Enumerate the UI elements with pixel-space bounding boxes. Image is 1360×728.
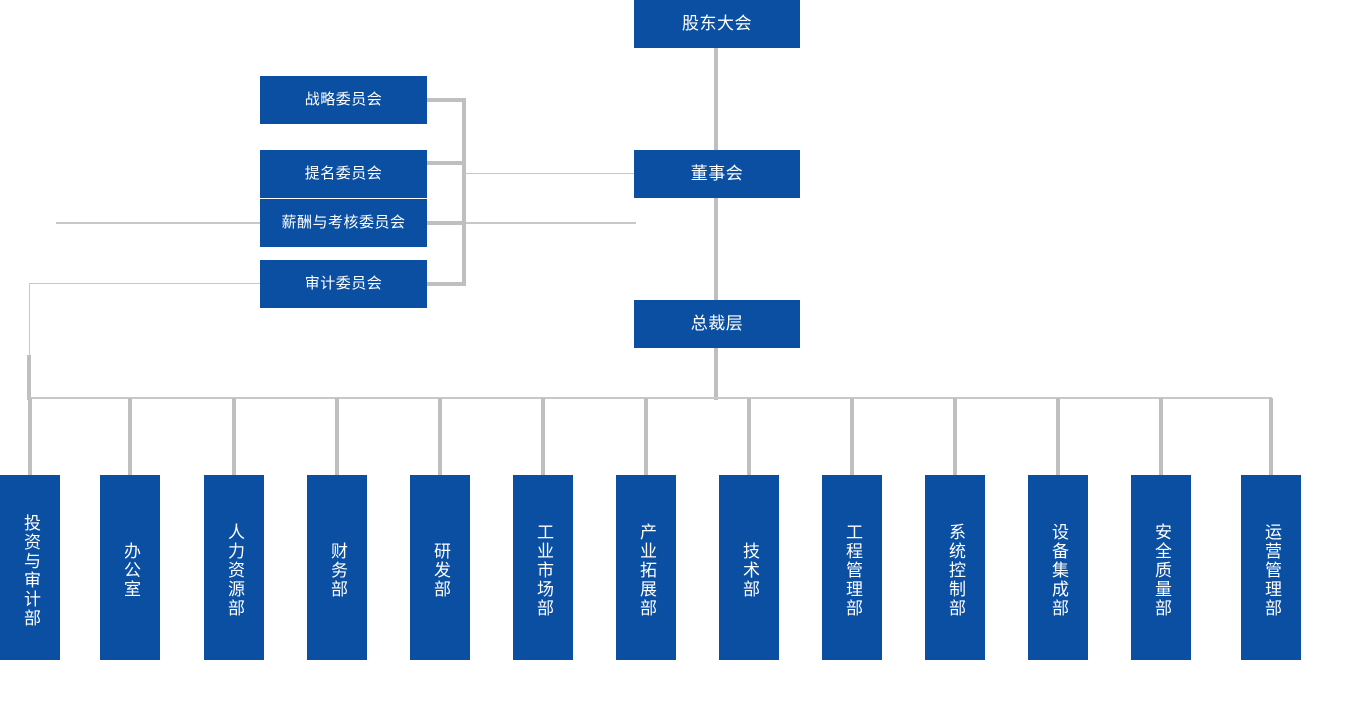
department-dept-8[interactable]: 技术部 — [719, 475, 779, 660]
committee-nomination[interactable]: 提名委员会 — [260, 150, 427, 198]
department-label: 产业拓展部 — [637, 523, 657, 618]
connector-drop-dept-10 — [953, 398, 957, 480]
department-dept-6[interactable]: 工业市场部 — [513, 475, 573, 660]
connector-drop-dept-6 — [541, 398, 545, 480]
department-label: 工程管理部 — [843, 523, 863, 618]
department-dept-7[interactable]: 产业拓展部 — [616, 475, 676, 660]
node-label: 股东大会 — [682, 13, 752, 33]
department-label: 财务部 — [328, 542, 348, 599]
department-dept-12[interactable]: 安全质量部 — [1131, 475, 1191, 660]
connector-president-to-bus — [714, 348, 718, 400]
node-board[interactable]: 董事会 — [634, 150, 800, 198]
connector-stub-compensation — [427, 221, 466, 225]
committee-compensation[interactable]: 薪酬与考核委员会 — [260, 199, 427, 247]
node-president[interactable]: 总裁层 — [634, 300, 800, 348]
connector-stub-nomination — [427, 161, 466, 165]
connector-compensation-left-line — [56, 222, 260, 224]
connector-stub-audit — [427, 282, 466, 286]
department-label: 技术部 — [740, 542, 760, 599]
connector-drop-dept-3 — [232, 398, 236, 480]
connector-drop-dept-9 — [850, 398, 854, 480]
node-label: 总裁层 — [690, 313, 744, 333]
connector-drop-dept-7 — [644, 398, 648, 480]
connector-department-bus — [29, 397, 1272, 399]
connector-committee-bracket — [462, 100, 466, 286]
committee-label: 战略委员会 — [304, 91, 383, 109]
connector-compensation-right-line — [466, 222, 636, 224]
department-label: 工业市场部 — [534, 523, 554, 618]
connector-audit-left-line — [29, 283, 260, 284]
department-dept-1[interactable]: 投资与审计部 — [0, 475, 60, 660]
connector-audit-drop — [29, 283, 30, 359]
department-dept-2[interactable]: 办公室 — [100, 475, 160, 660]
department-dept-4[interactable]: 财务部 — [307, 475, 367, 660]
connector-drop-dept-2 — [128, 398, 132, 480]
node-label: 董事会 — [690, 163, 744, 183]
connector-committees-to-board — [466, 173, 634, 174]
connector-board-to-president — [714, 198, 718, 300]
department-label: 安全质量部 — [1152, 523, 1172, 618]
connector-drop-dept-12 — [1159, 398, 1163, 480]
department-label: 办公室 — [121, 542, 141, 599]
node-shareholders[interactable]: 股东大会 — [634, 0, 800, 48]
department-dept-13[interactable]: 运营管理部 — [1241, 475, 1301, 660]
department-dept-11[interactable]: 设备集成部 — [1028, 475, 1088, 660]
department-dept-3[interactable]: 人力资源部 — [204, 475, 264, 660]
connector-audit-drop-lower — [27, 355, 31, 400]
connector-drop-dept-11 — [1056, 398, 1060, 480]
connector-shareholders-to-board — [714, 48, 718, 150]
connector-drop-dept-4 — [335, 398, 339, 480]
committee-label: 审计委员会 — [304, 275, 383, 293]
department-dept-10[interactable]: 系统控制部 — [925, 475, 985, 660]
connector-drop-dept-5 — [438, 398, 442, 480]
connector-drop-dept-8 — [747, 398, 751, 480]
department-label: 设备集成部 — [1049, 523, 1069, 618]
committee-label: 提名委员会 — [304, 165, 383, 183]
department-label: 人力资源部 — [225, 523, 245, 618]
connector-stub-strategy — [427, 98, 466, 102]
committee-label: 薪酬与考核委员会 — [281, 214, 406, 232]
committee-strategy[interactable]: 战略委员会 — [260, 76, 427, 124]
department-dept-5[interactable]: 研发部 — [410, 475, 470, 660]
department-label: 运营管理部 — [1262, 523, 1282, 618]
department-label: 系统控制部 — [946, 523, 966, 618]
connector-drop-dept-1 — [28, 398, 32, 480]
department-label: 研发部 — [431, 542, 451, 599]
connector-drop-dept-13 — [1269, 398, 1273, 480]
department-label: 投资与审计部 — [21, 513, 41, 628]
department-dept-9[interactable]: 工程管理部 — [822, 475, 882, 660]
committee-audit[interactable]: 审计委员会 — [260, 260, 427, 308]
